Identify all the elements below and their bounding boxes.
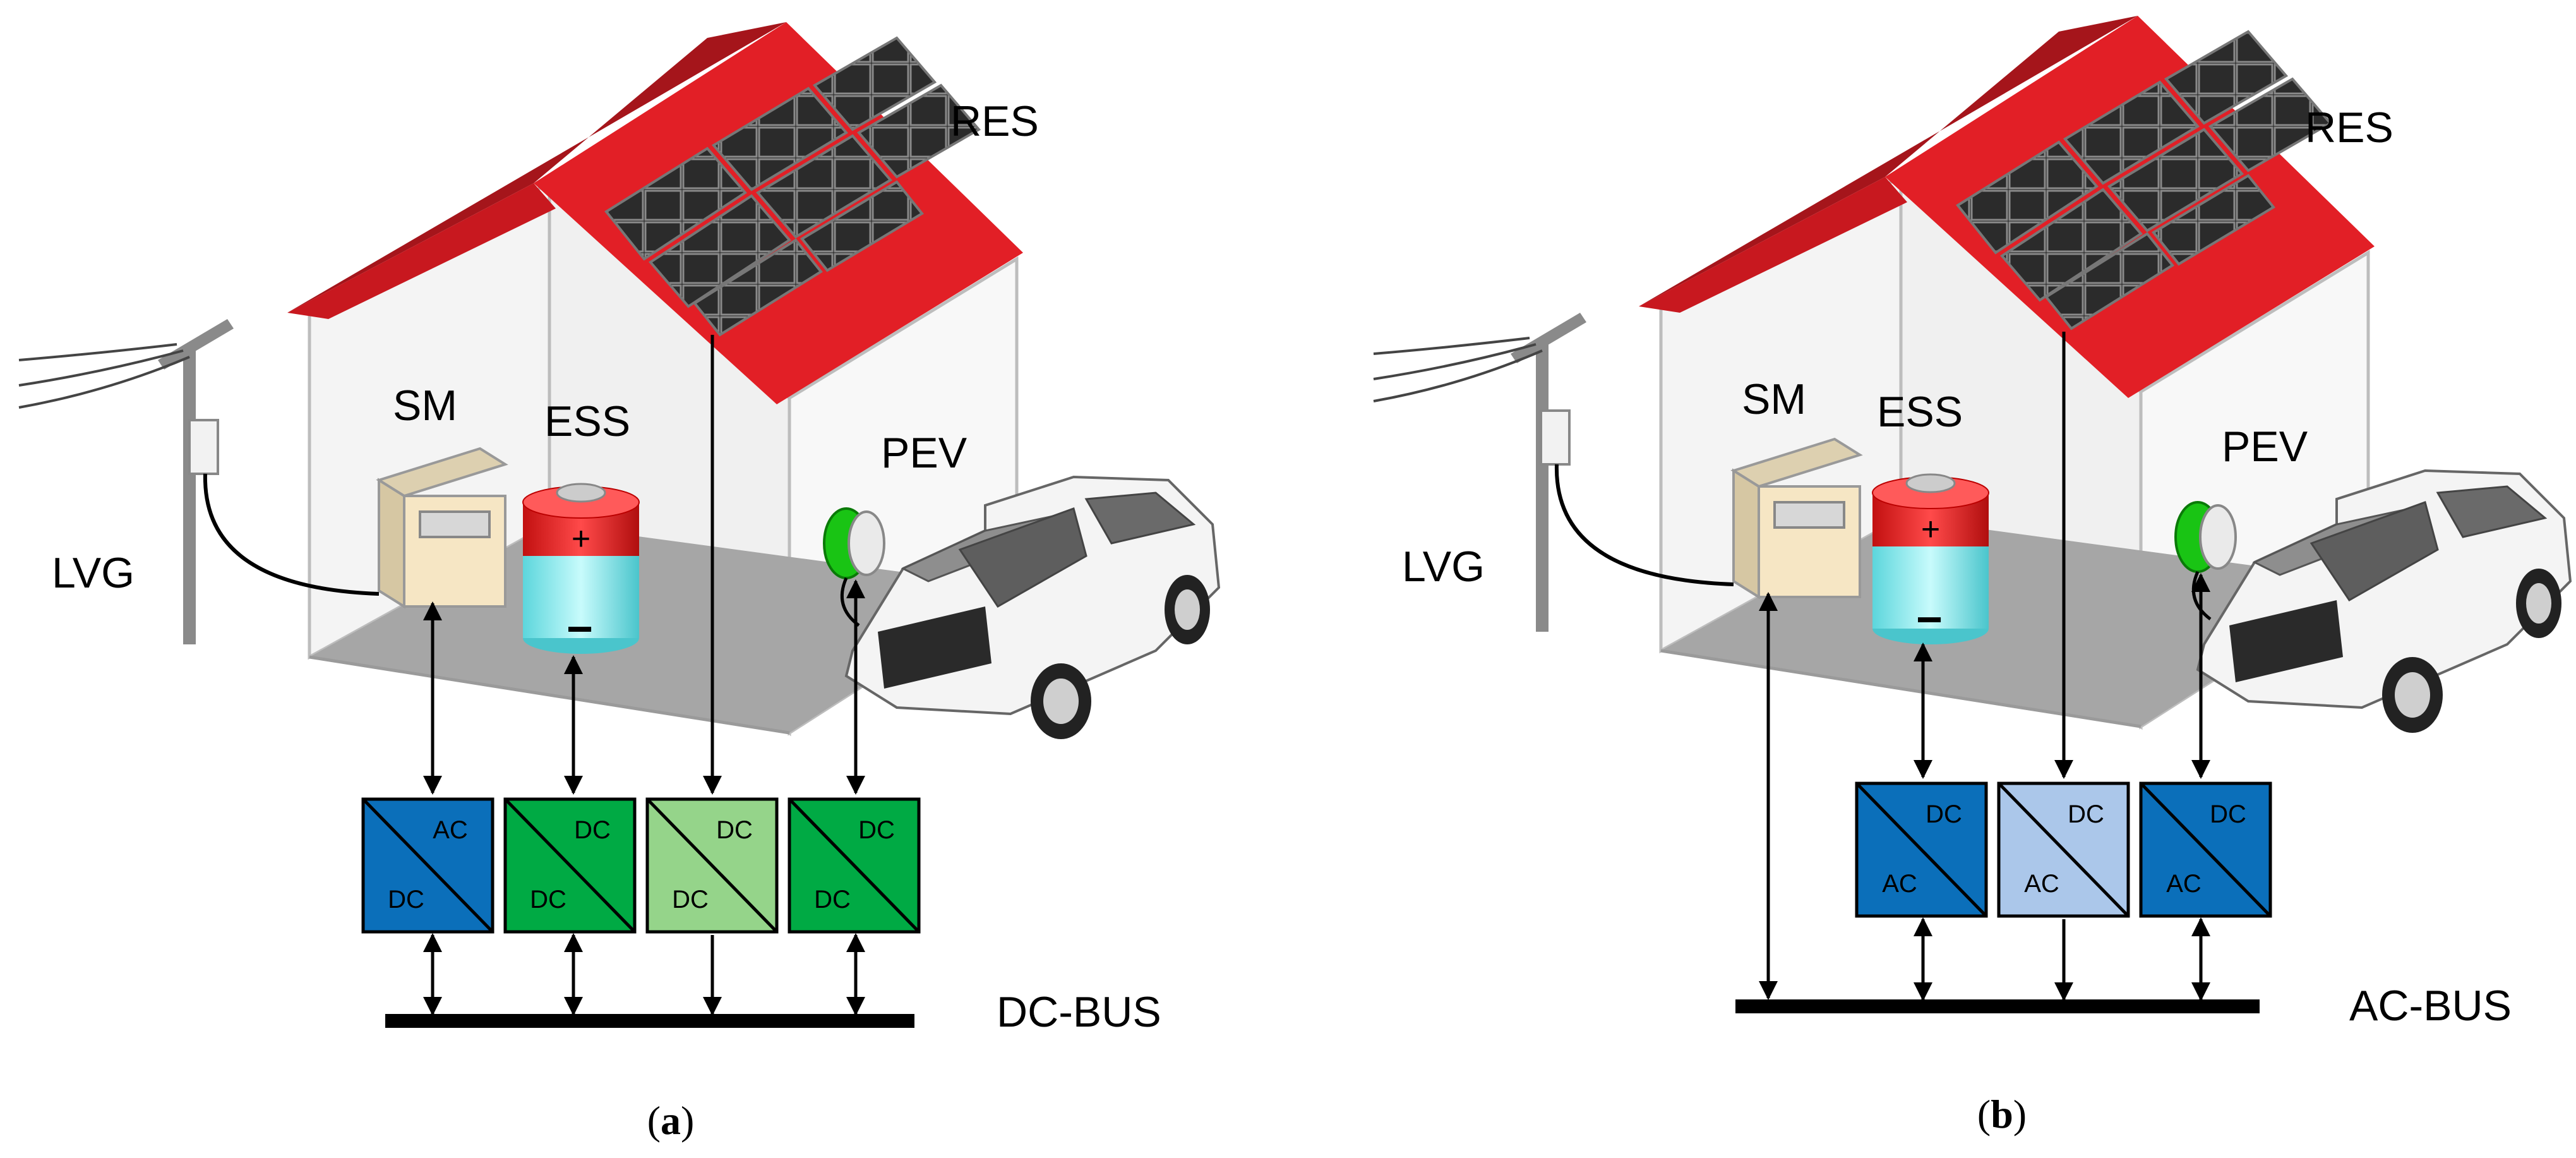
- converter-bottom-label: AC: [2166, 870, 2202, 898]
- ess-label-a: ESS: [544, 397, 630, 445]
- car-b: [2196, 469, 2572, 733]
- lvg-label-b: LVG: [1402, 543, 1485, 591]
- converter-bottom-label: DC: [672, 886, 709, 914]
- solar-panels-b: [1956, 30, 2333, 330]
- lvg-label-a: LVG: [52, 549, 135, 597]
- battery-ess-a: + −: [522, 483, 640, 654]
- converter-bottom-label: AC: [1882, 870, 1917, 898]
- converter-top-label: AC: [433, 816, 468, 844]
- converter-b-2: DC AC: [1997, 781, 2130, 918]
- converter-top-label: DC: [574, 816, 611, 844]
- smart-meter-a: [376, 447, 508, 609]
- caption-a: (a): [647, 1098, 695, 1143]
- ac-bus-bar: [1735, 999, 2260, 1013]
- roof-a: [287, 22, 1023, 404]
- utility-pole-b: [1373, 313, 1734, 632]
- battery-minus-a: −: [566, 604, 593, 654]
- caption-b: (b): [1977, 1092, 2027, 1137]
- battery-plus-b: +: [1921, 511, 1940, 548]
- converter-b-3: DC AC: [2139, 781, 2272, 918]
- ac-bus-label: AC-BUS: [2349, 982, 2512, 1030]
- converter-bottom-label: DC: [388, 886, 424, 914]
- utility-pole-a: [18, 319, 380, 644]
- converter-bottom-label: DC: [530, 886, 566, 914]
- panel-b: + − DC AC DC AC: [1373, 16, 2572, 1137]
- converter-top-label: DC: [1926, 800, 1962, 828]
- battery-plus-a: +: [572, 521, 590, 557]
- battery-ess-b: + −: [1872, 473, 1989, 645]
- converter-a-1: AC DC: [361, 797, 494, 934]
- converter-top-label: DC: [2210, 800, 2246, 828]
- ess-label-b: ESS: [1877, 388, 1963, 436]
- converter-b-1: DC AC: [1855, 781, 1988, 918]
- ev-charger-a: [823, 507, 885, 627]
- roof-b: [1639, 16, 2375, 398]
- converter-top-label: DC: [2068, 800, 2104, 828]
- converter-bottom-label: AC: [2024, 870, 2059, 898]
- panel-a: + − AC DC: [18, 22, 1221, 1143]
- converter-top-label: DC: [716, 816, 753, 844]
- converter-a-2: DC DC: [503, 797, 637, 934]
- connections-b: [1759, 332, 2210, 1001]
- sm-label-a: SM: [393, 382, 457, 430]
- dc-bus-label: DC-BUS: [997, 988, 1161, 1036]
- converter-bottom-label: DC: [814, 886, 851, 914]
- dc-bus-bar: [385, 1014, 914, 1028]
- converter-a-4: DC DC: [788, 797, 921, 934]
- converter-top-label: DC: [858, 816, 895, 844]
- connections-a: [423, 335, 865, 1016]
- solar-panels-a: [604, 36, 981, 337]
- sm-label-b: SM: [1742, 375, 1806, 423]
- pev-label-a: PEV: [881, 429, 967, 477]
- battery-minus-b: −: [1916, 594, 1943, 645]
- res-label-a: RES: [950, 97, 1039, 145]
- converter-a-3: DC DC: [645, 797, 779, 934]
- car-a: [844, 475, 1221, 739]
- pev-label-b: PEV: [2222, 423, 2308, 471]
- res-label-b: RES: [2305, 104, 2393, 152]
